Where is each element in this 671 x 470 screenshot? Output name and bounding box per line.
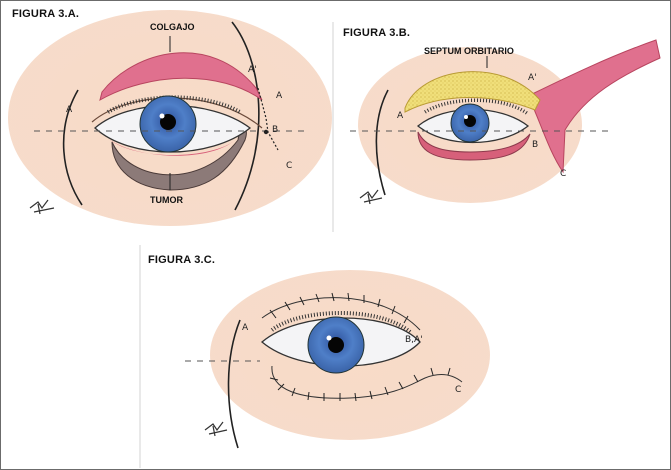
point-c-label: C [560,169,566,179]
point-a-label: A [242,323,249,333]
light-reflex [160,114,165,119]
artist-signature [205,422,227,436]
point-a-left-label: A [66,105,73,115]
point-a-label: A [397,111,404,121]
tumor-label: TUMOR [150,195,183,205]
light-reflex [327,336,332,341]
point-a-prime-label: A' [528,73,537,83]
flap-label: COLGAJO [150,22,195,32]
point-c-label: C [286,161,292,171]
artist-signature [360,190,382,204]
point-b-a-prime-label: B,A' [405,335,423,345]
figure-3b-drawing: SEPTUM ORBITARIO A A' B C [350,40,660,204]
septum-label: SEPTUM ORBITARIO [424,46,514,56]
artist-signature [30,200,54,214]
figure-3c-drawing: A B,A' C [185,270,490,448]
point-b-marker [264,130,268,134]
figure-3a-drawing: COLGAJO TUMOR A A' A B C [8,10,332,226]
point-b-label: B [272,125,278,135]
point-a-prime-label: A' [248,65,257,75]
point-a-right-label: A [276,91,283,101]
point-c-label: C [455,385,461,395]
point-b-label: B [532,140,538,150]
light-reflex [464,115,468,119]
